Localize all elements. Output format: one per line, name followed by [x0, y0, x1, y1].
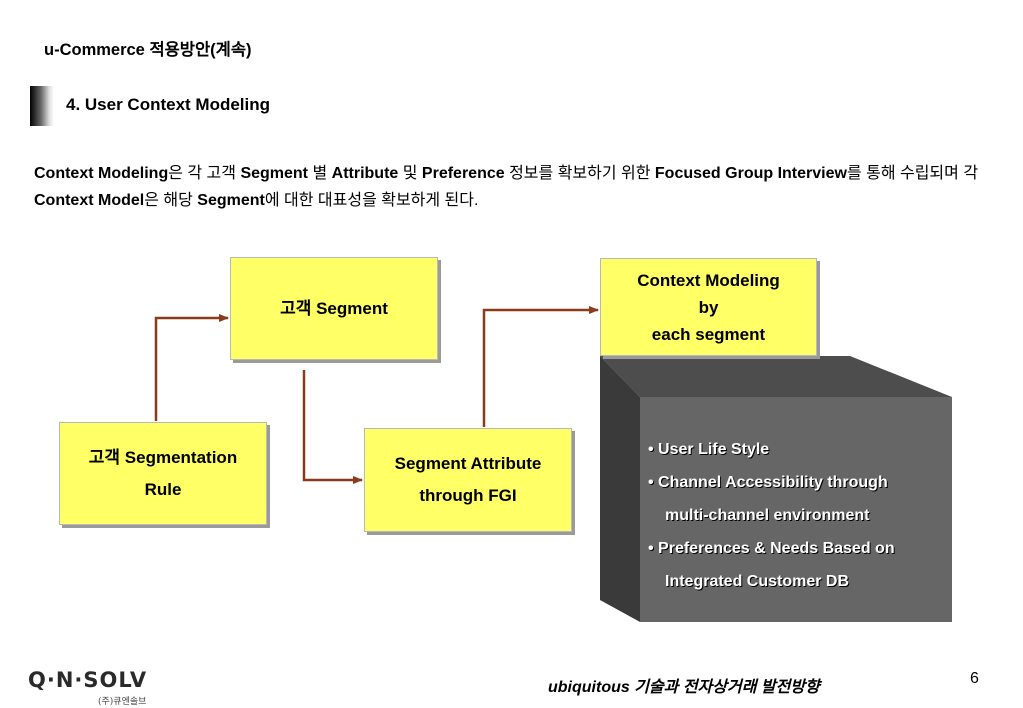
- customer-segment-box: 고객 Segment: [230, 257, 438, 360]
- description-run: 별: [308, 165, 332, 182]
- description-run: 은 해당: [144, 192, 198, 209]
- description-paragraph: Context Modeling은 각 고객 Segment 별 Attribu…: [34, 160, 994, 214]
- description-run: Context Model: [34, 192, 145, 209]
- segmentation-rule-label-1: 고객 Segmentation: [88, 447, 238, 467]
- customer-segment-label: 고객 Segment: [280, 298, 388, 318]
- description-run: 은 각 고객: [168, 165, 241, 182]
- footer-tagline-en: ubiquitous: [548, 679, 630, 696]
- context-modeling-label-1: Context Modeling: [637, 270, 780, 290]
- bullet-item: • User Life Style: [648, 441, 770, 458]
- company-logo: Q·N·SOLV (주)큐엔솔브: [28, 668, 147, 707]
- segmentation-rule-box: 고객 Segmentation Rule: [59, 422, 267, 525]
- section-title: 4. User Context Modeling: [66, 95, 271, 114]
- context-modeling-label-2: by: [698, 297, 719, 317]
- description-run: Preference: [421, 165, 505, 182]
- block-front-face: [640, 397, 952, 622]
- context-modeling-label-3: each segment: [651, 324, 766, 344]
- context-modeling-box: Context Modeling by each segment: [600, 258, 817, 356]
- page-number: 6: [970, 670, 979, 687]
- footer-tagline-ko: 기술과 전자상거래 발전방향: [629, 679, 820, 696]
- block-side-face: [600, 356, 640, 622]
- footer-tagline: ubiquitous 기술과 전자상거래 발전방향: [548, 673, 820, 697]
- description-run: 정보를 확보하기 위한: [504, 165, 655, 182]
- segment-attribute-box: Segment Attribute through FGI: [364, 428, 572, 532]
- arrow-attribute-to-context: [482, 306, 599, 427]
- logo-text: Q·N·SOLV: [28, 668, 148, 692]
- segment-attribute-label-2: through FGI: [419, 486, 517, 505]
- bullet-item: • Channel Accessibility through: [648, 474, 888, 491]
- segmentation-rule-label-2: Rule: [144, 479, 182, 499]
- description-run: 및: [398, 165, 422, 182]
- block-top-face: [600, 356, 952, 397]
- description-run: Segment: [240, 165, 309, 182]
- description-run: Focused Group Interview: [654, 165, 847, 182]
- description-run: Segment: [197, 192, 265, 209]
- description-run: Attribute: [331, 165, 399, 182]
- section-marker-bar: [30, 86, 54, 126]
- bullet-item: Integrated Customer DB: [665, 573, 850, 590]
- context-bullet-list: • User Life Style • Channel Accessibilit…: [648, 433, 895, 598]
- slide-title: u-Commerce 적용방안(계속): [44, 41, 252, 59]
- segment-attribute-label-1: Segment Attribute: [394, 454, 542, 473]
- arrow-rule-to-segment: [154, 314, 229, 421]
- description-run: Context Modeling: [34, 165, 169, 182]
- bullet-item: • Preferences & Needs Based on: [648, 540, 895, 557]
- description-run: 에 대한 대표성을 확보하게 된다.: [264, 192, 479, 209]
- bullet-item: multi-channel environment: [665, 507, 870, 524]
- logo-subtitle: (주)큐엔솔브: [98, 697, 147, 707]
- arrow-segment-to-attribute: [302, 370, 363, 484]
- description-run: 를 통해 수립되며 각: [846, 165, 979, 182]
